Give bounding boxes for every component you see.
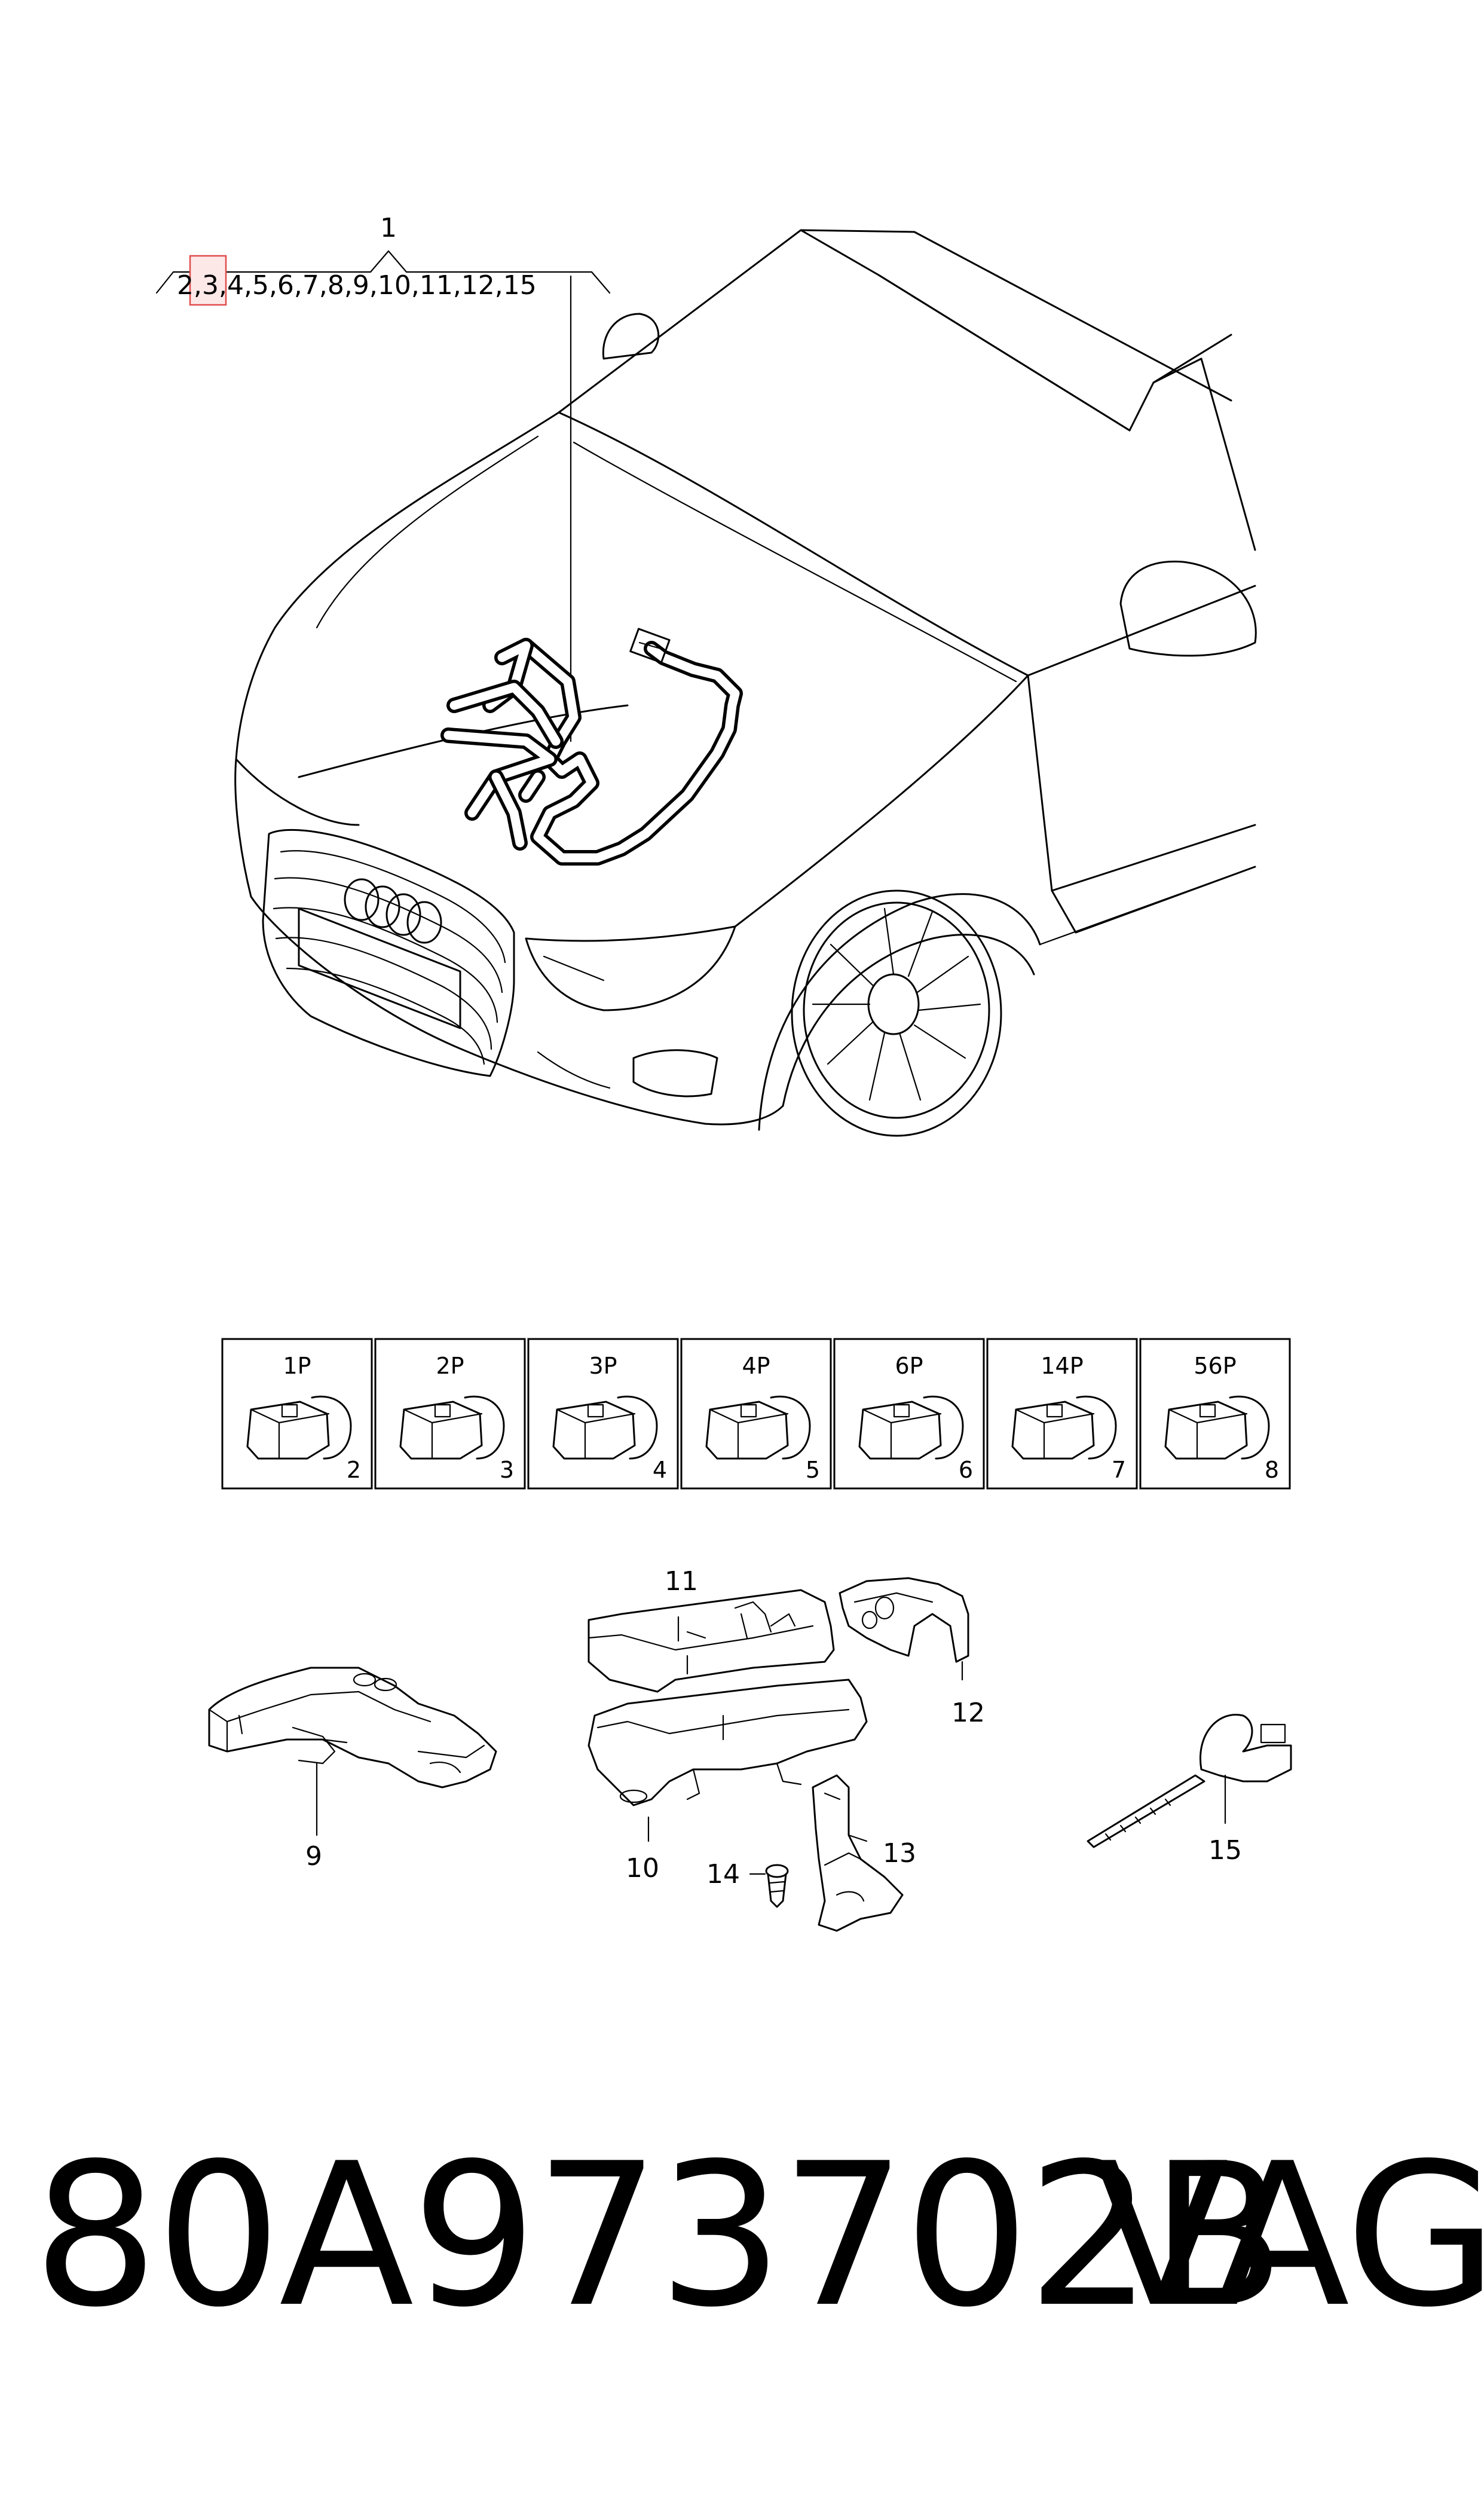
part-label-11: 11 [665,1566,698,1597]
connector-item-number: 8 [1265,1457,1279,1483]
connector-plug-icon [246,1395,352,1460]
front-wheel [791,889,1002,1137]
connector-cell: 14P 7 [986,1338,1138,1490]
part-label-10: 10 [626,1853,659,1884]
connector-pins-label: 6P [895,1353,923,1379]
connector-plug-icon [399,1395,505,1460]
connector-item-number: 5 [806,1457,820,1483]
connector-item-number: 6 [959,1457,973,1483]
connector-item-number: 7 [1112,1457,1126,1483]
connector-pins-label: 56P [1194,1353,1236,1379]
highlighted-item-box [189,255,227,306]
connector-plug-icon [1011,1395,1117,1460]
car-illustration [234,229,1257,1137]
connector-cell: 1P 2 [221,1338,373,1490]
connector-plug-icon [1164,1395,1270,1460]
callout-bracket: 1 2,3,4,5,6,7,8,9,10,11,12,15 [155,213,611,742]
part-12-cover: 12 [839,1577,985,1728]
connector-cell: 4P 5 [680,1338,832,1490]
callout-main-number: 1 [380,213,397,243]
part-label-12: 12 [951,1698,985,1728]
part-13-bracket: 13 [812,1774,916,1932]
connector-table: 1P 2 2P 3 3P [221,1338,1291,1490]
connector-plug-icon [705,1395,811,1460]
connector-pins-label: 1P [283,1353,311,1379]
part-number-text: 80A973702B [33,2121,1286,2350]
part-label-9: 9 [305,1841,322,1872]
part-15-cable-tie: 15 [1087,1714,1292,1866]
connector-plug-icon [858,1395,964,1460]
wiring-harness [440,628,743,866]
part-10-tray: 10 [588,1679,868,1884]
connector-cell: 2P 3 [374,1338,526,1490]
connector-pins-label: 3P [589,1353,617,1379]
connector-plug-icon [552,1395,658,1460]
part-11-tray: 11 [588,1566,835,1693]
connector-cell: 56P 8 [1139,1338,1291,1490]
callout-sub-items: 2,3,4,5,6,7,8,9,10,11,12,15 [177,270,537,301]
connector-pins-label: 2P [436,1353,464,1379]
part-label-15: 15 [1208,1835,1242,1866]
brand-rings-logo [344,878,442,944]
part-14-screw: 14 [706,1859,789,1908]
connector-pins-label: 14P [1041,1353,1083,1379]
part-label-13: 13 [883,1838,916,1869]
connector-cell: 3P 4 [527,1338,679,1490]
connector-pins-label: 4P [742,1353,770,1379]
connector-item-number: 2 [347,1457,361,1483]
connector-item-number: 3 [500,1457,514,1483]
brand-text: VAG [1094,2121,1484,2350]
part-9-cable-duct: 9 [208,1667,497,1872]
part-label-14: 14 [706,1859,740,1890]
connector-cell: 6P 6 [833,1338,985,1490]
connector-item-number: 4 [653,1457,667,1483]
